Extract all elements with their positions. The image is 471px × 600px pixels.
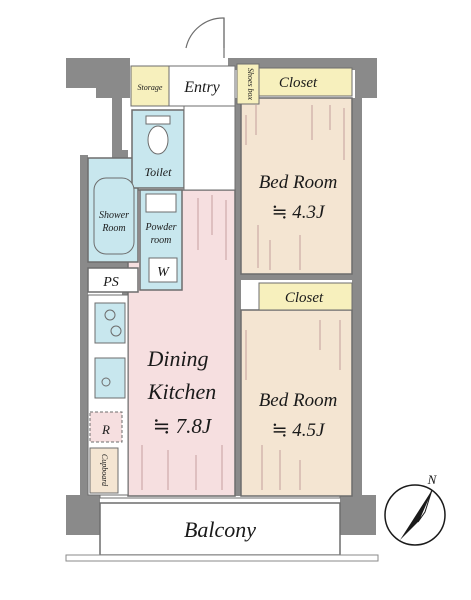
label-washer: W	[157, 265, 170, 280]
label-powder-room-1: Powder	[144, 222, 176, 233]
kitchen-sink	[94, 357, 126, 399]
washer-box	[148, 257, 178, 283]
labels: Entry Storage Shoes box Toilet Shower Ro…	[99, 68, 337, 542]
compass-north-label: N	[427, 472, 438, 487]
label-storage: Storage	[138, 83, 163, 92]
label-bedroom-2-name: Bed Room	[259, 390, 338, 411]
label-dining-kitchen-size: ≒ 7.8J	[153, 414, 213, 438]
cupboard-box	[89, 447, 119, 494]
label-dining-kitchen-1: Dining	[146, 346, 208, 371]
label-dining-kitchen-2: Kitchen	[147, 379, 216, 404]
powder-basin	[145, 193, 177, 213]
floor-hatching	[141, 105, 345, 490]
label-shower-room-2: Room	[101, 223, 125, 234]
compass: N	[384, 472, 446, 546]
label-toilet: Toilet	[145, 165, 173, 179]
label-ps: PS	[102, 275, 119, 290]
stove	[94, 302, 126, 344]
toilet-bowl	[147, 125, 169, 155]
compass-ring	[384, 484, 446, 546]
label-entry: Entry	[183, 79, 220, 96]
label-shoes-box: Shoes box	[246, 68, 255, 101]
compass-needle-icon	[400, 490, 432, 540]
shower-tub	[93, 177, 135, 255]
label-closet-1: Closet	[279, 75, 318, 91]
label-cupboard: Cupboard	[100, 454, 109, 487]
entry-door-swing	[185, 17, 225, 49]
refrigerator-box	[89, 411, 123, 443]
fixtures	[89, 17, 225, 494]
label-bedroom-1-name: Bed Room	[259, 172, 338, 193]
label-refrigerator: R	[101, 422, 110, 437]
label-bedroom-2-size: ≒ 4.5J	[272, 420, 326, 441]
label-closet-2: Closet	[285, 290, 324, 306]
label-shower-room-1: Shower	[99, 210, 129, 221]
label-balcony: Balcony	[184, 517, 256, 542]
label-bedroom-1-size: ≒ 4.3J	[272, 202, 326, 223]
label-powder-room-2: room	[151, 235, 172, 246]
